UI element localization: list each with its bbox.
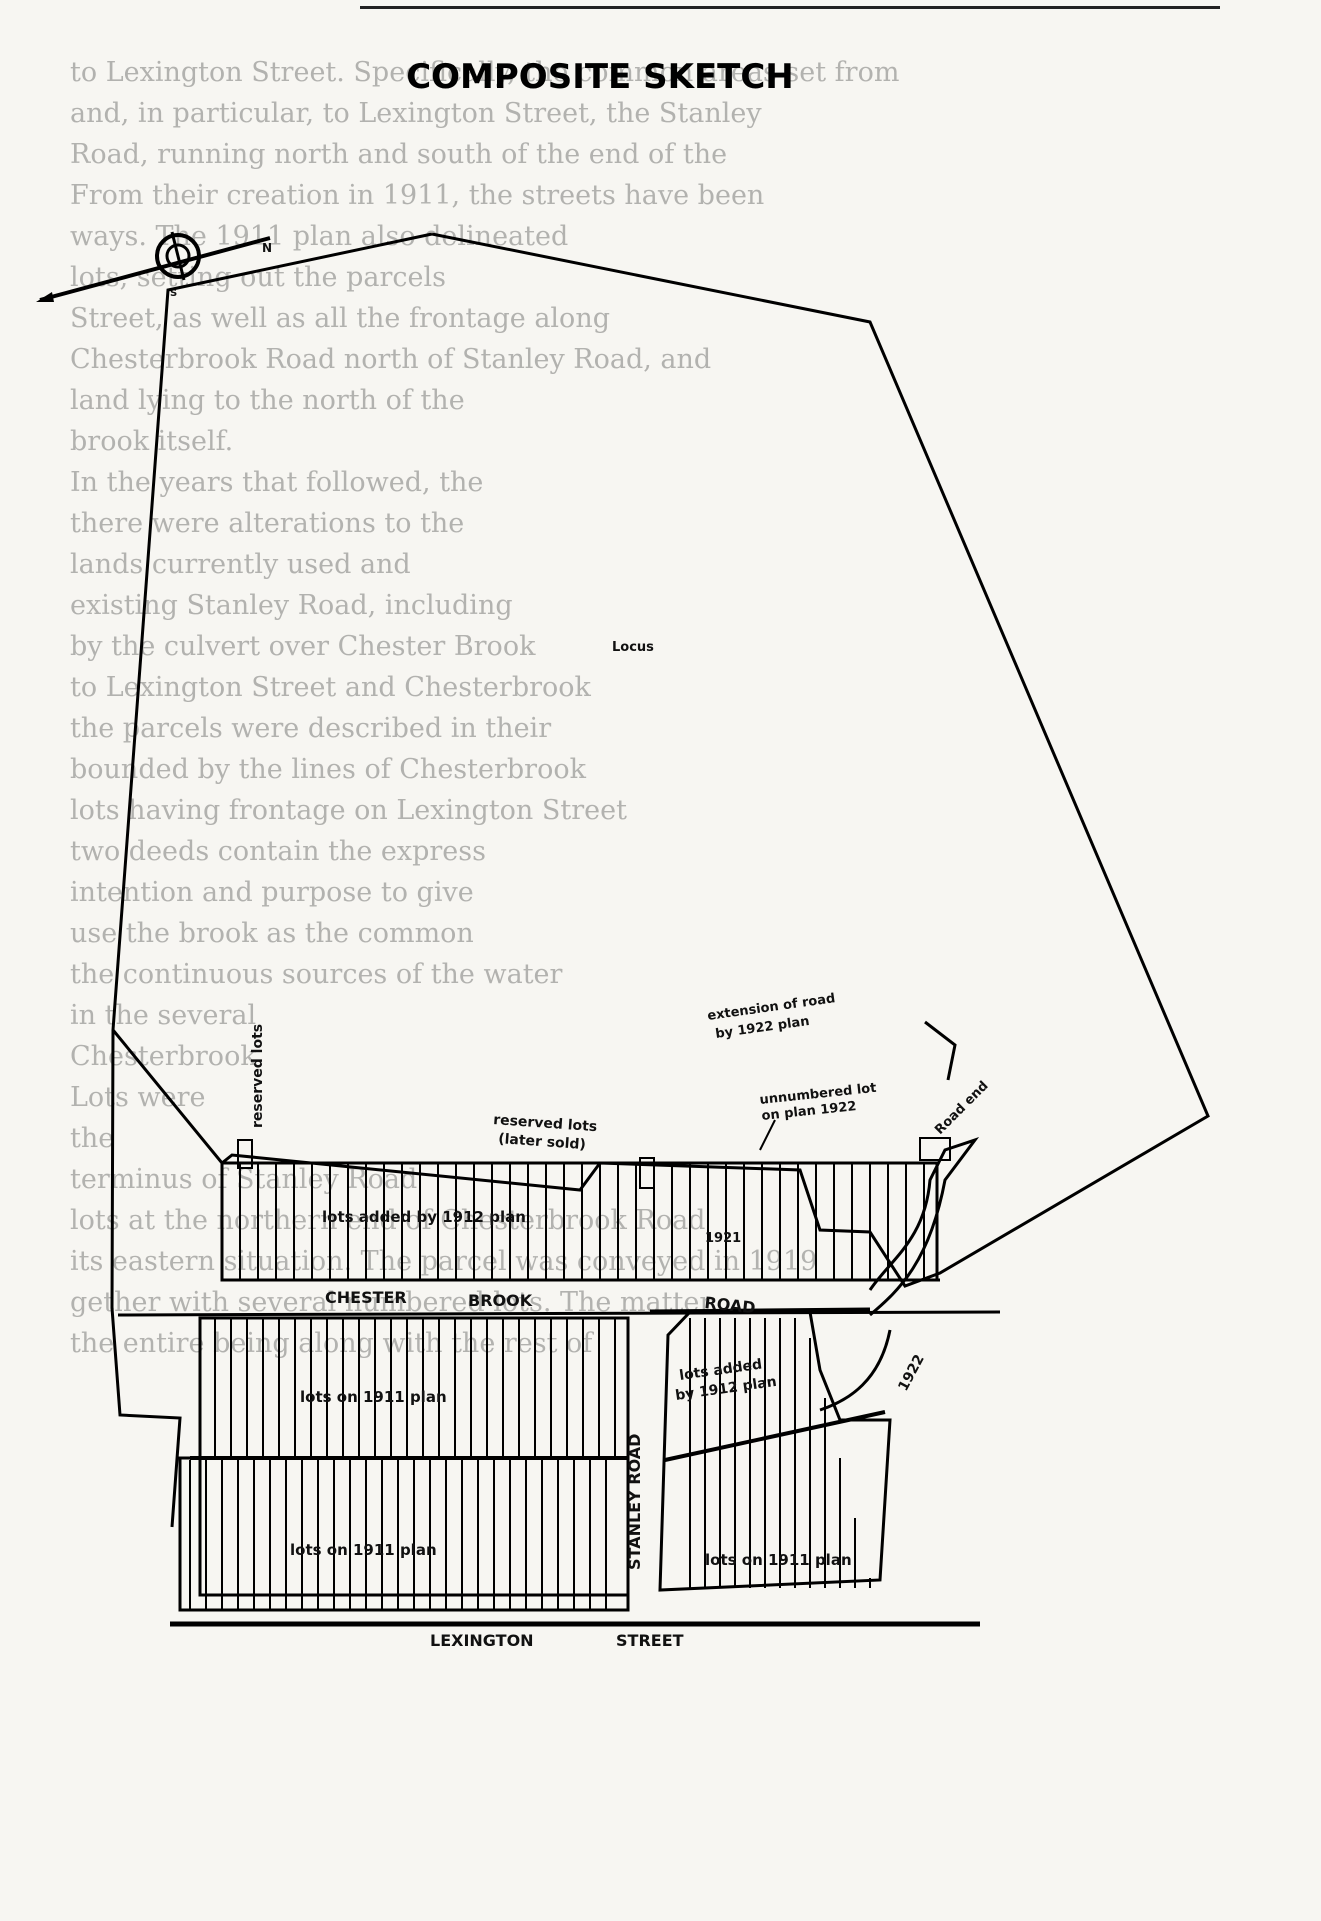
sketch-title: COMPOSITE SKETCH <box>406 57 794 97</box>
lots-1911-c-label: lots on 1911 plan <box>705 1551 852 1569</box>
compass-n-label: N <box>262 241 272 255</box>
lots-added-1912-top-label: lots added by 1912 plan <box>322 1208 526 1226</box>
brook-label: BROOK <box>468 1291 533 1310</box>
left-lots-block <box>178 1316 630 1612</box>
stanley-road-label: STANLEY ROAD <box>625 1434 644 1570</box>
compass-s-label: S <box>170 288 177 299</box>
reserved-lots-label: reserved lots <box>250 1024 266 1128</box>
compass-icon: N S <box>36 231 272 302</box>
lot-ref-label: 1921 <box>705 1231 741 1246</box>
lexington-label: LEXINGTON <box>430 1631 534 1650</box>
lots-1911-b-label: lots on 1911 plan <box>290 1541 437 1559</box>
later-sold-label: (later sold) <box>498 1131 587 1153</box>
street-label: STREET <box>616 1631 684 1650</box>
locus-boundary <box>111 232 1210 1288</box>
right-lots-block <box>658 1310 892 1592</box>
year-1922-label: 1922 <box>895 1352 927 1394</box>
reserved-lots-mid-label: reserved lots <box>493 1112 598 1135</box>
chester-label: CHESTER <box>325 1288 407 1307</box>
top-rule <box>360 6 1220 9</box>
locus-label: Locus <box>612 640 654 655</box>
road-end-label: Road end <box>932 1078 991 1137</box>
lots-1911-a-label: lots on 1911 plan <box>300 1388 447 1406</box>
